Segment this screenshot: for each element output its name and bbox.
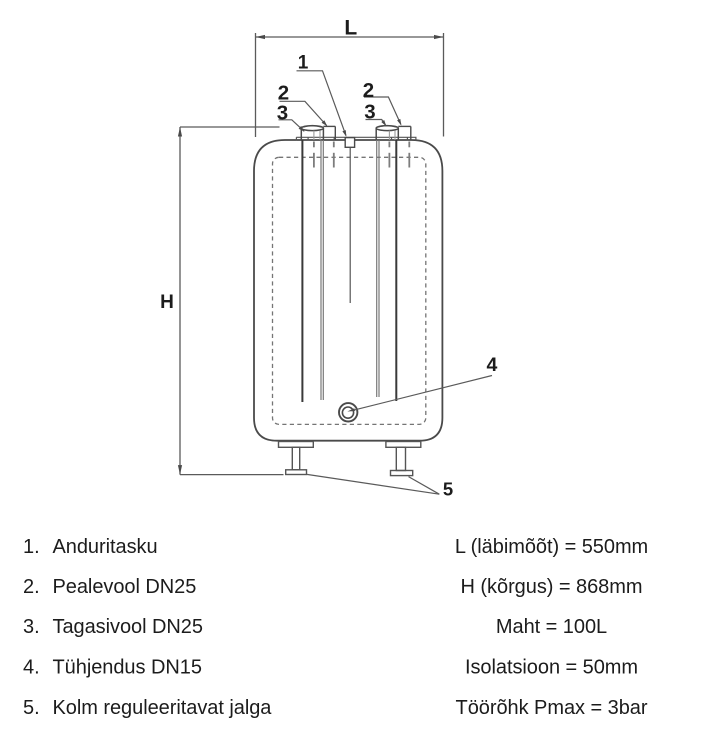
svg-text:Tühjendus DN15: Tühjendus DN15 xyxy=(53,657,202,679)
svg-text:L (läbimõõt) = 550mm: L (läbimõõt) = 550mm xyxy=(455,536,648,558)
svg-text:2.: 2. xyxy=(23,576,40,598)
svg-text:3.: 3. xyxy=(23,616,40,638)
svg-text:2: 2 xyxy=(363,79,374,102)
svg-text:Anduritasku: Anduritasku xyxy=(53,536,158,558)
svg-text:3: 3 xyxy=(364,100,375,123)
svg-text:Kolm reguleeritavat jalga: Kolm reguleeritavat jalga xyxy=(53,697,273,719)
svg-text:5: 5 xyxy=(443,479,453,500)
svg-text:4: 4 xyxy=(486,354,497,376)
svg-text:Maht = 100L: Maht = 100L xyxy=(496,616,607,638)
svg-text:H (kõrgus) = 868mm: H (kõrgus) = 868mm xyxy=(461,576,643,598)
svg-text:1: 1 xyxy=(298,53,309,74)
svg-text:Töörõhk Pmax = 3bar: Töörõhk Pmax = 3bar xyxy=(456,697,648,719)
svg-text:3: 3 xyxy=(277,102,288,125)
svg-text:L: L xyxy=(344,17,357,40)
svg-text:Pealevool DN25: Pealevool DN25 xyxy=(53,576,197,598)
svg-text:5.: 5. xyxy=(23,697,40,719)
svg-text:2: 2 xyxy=(278,81,289,104)
svg-text:1.: 1. xyxy=(23,536,40,558)
svg-text:Tagasivool DN25: Tagasivool DN25 xyxy=(53,616,203,638)
svg-text:4.: 4. xyxy=(23,657,40,679)
svg-text:Isolatsioon = 50mm: Isolatsioon = 50mm xyxy=(465,657,638,679)
svg-text:H: H xyxy=(160,292,174,313)
